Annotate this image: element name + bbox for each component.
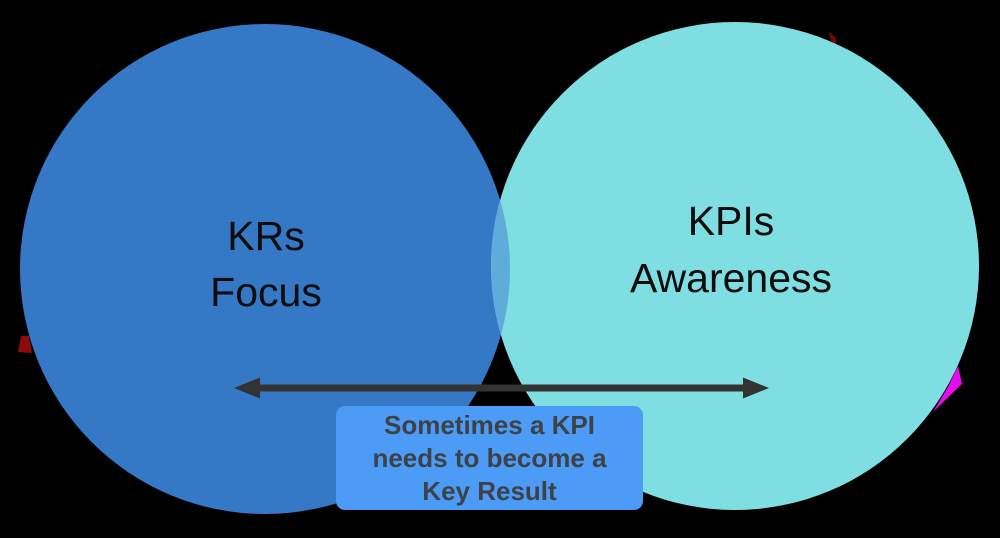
right-circle-label-line-1: KPIs [687, 198, 775, 244]
caption-line-1: Sometimes a KPI [384, 409, 595, 440]
caption-line-2: needs to become a [372, 442, 607, 473]
right-circle-label: KPIs Awareness [571, 193, 891, 307]
arrow-right-head-icon [743, 377, 769, 399]
right-circle-label-line-2: Awareness [629, 255, 833, 301]
caption-box: Sometimes a KPI needs to become a Key Re… [336, 406, 643, 510]
magenta-mark-right-artifact [933, 366, 962, 412]
arrow-left-head-icon [234, 377, 260, 399]
caption-line-3: Key Result [422, 475, 557, 506]
arrow-shaft [254, 384, 748, 392]
left-circle-label: KRs Focus [116, 208, 416, 320]
red-mark-top-artifact [829, 31, 837, 47]
double-arrow [234, 377, 769, 399]
left-circle-label-line-1: KRs [227, 213, 305, 259]
red-mark-left-artifact [18, 336, 32, 353]
left-circle-label-line-2: Focus [210, 269, 322, 315]
